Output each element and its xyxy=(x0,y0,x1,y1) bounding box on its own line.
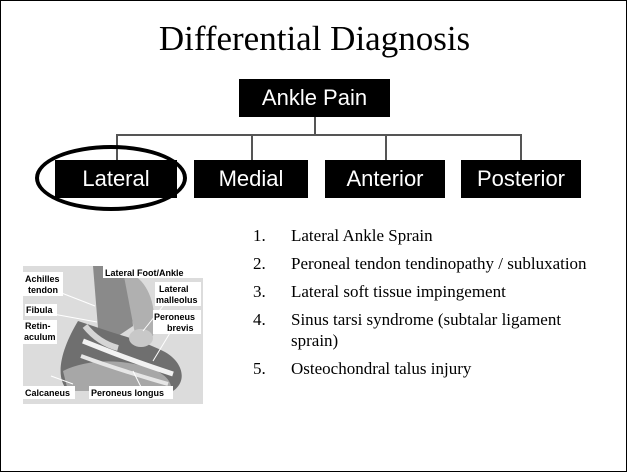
diagnosis-text: Peroneal tendon tendinopathy / subluxati… xyxy=(291,254,587,273)
diagnosis-item: 1. Lateral Ankle Sprain xyxy=(253,225,593,246)
branch-label-anterior: Anterior xyxy=(346,166,423,192)
label-aculum: aculum xyxy=(24,332,56,342)
diagnosis-number: 1. xyxy=(253,225,266,246)
ankle-anatomy-image: Achilles tendon Lateral Foot/Ankle Fibul… xyxy=(23,266,203,404)
diagnosis-text: Lateral Ankle Sprain xyxy=(291,226,433,245)
label-fibula: Fibula xyxy=(26,305,53,315)
connector-root-stem xyxy=(314,117,316,135)
diagnosis-text: Sinus tarsi syndrome (subtalar ligament … xyxy=(291,310,561,350)
label-tendon: tendon xyxy=(28,285,58,295)
diagnosis-number: 4. xyxy=(253,309,266,330)
diagnosis-item: 3. Lateral soft tissue impingement xyxy=(253,281,593,302)
diagnosis-text: Lateral soft tissue impingement xyxy=(291,282,506,301)
root-node-label: Ankle Pain xyxy=(262,85,367,111)
diagnosis-item: 5. Osteochondral talus injury xyxy=(253,358,593,379)
label-brevis: brevis xyxy=(167,323,194,333)
connector-medial xyxy=(251,134,253,160)
branch-node-posterior: Posterior xyxy=(461,160,581,198)
label-retin: Retin- xyxy=(25,321,51,331)
diagnosis-text: Osteochondral talus injury xyxy=(291,359,471,378)
label-lateral-foot: Lateral Foot/Ankle xyxy=(105,268,184,278)
label-achilles: Achilles xyxy=(25,274,60,284)
diagnosis-item: 2. Peroneal tendon tendinopathy / subluxa… xyxy=(253,253,593,274)
connector-anterior xyxy=(385,134,387,160)
diagnosis-item: 4. Sinus tarsi syndrome (subtalar ligamen… xyxy=(253,309,593,351)
root-node-ankle-pain: Ankle Pain xyxy=(239,79,390,117)
label-peroneus: Peroneus xyxy=(154,312,195,322)
malleolus-shape xyxy=(129,329,153,347)
slide-title: Differential Diagnosis xyxy=(1,19,627,59)
diagnosis-number: 5. xyxy=(253,358,266,379)
label-peroneus-longus: Peroneus longus xyxy=(91,388,164,398)
label-calcaneus: Calcaneus xyxy=(25,388,70,398)
ankle-anatomy-drawing: Achilles tendon Lateral Foot/Ankle Fibul… xyxy=(23,266,203,404)
branch-node-anterior: Anterior xyxy=(325,160,445,198)
diagnosis-number: 3. xyxy=(253,281,266,302)
connector-posterior xyxy=(520,134,522,160)
diagnosis-number: 2. xyxy=(253,253,266,274)
label-lateral: Lateral xyxy=(159,284,189,294)
label-malleolus: malleolus xyxy=(156,295,198,305)
diagnosis-list: 1. Lateral Ankle Sprain 2. Peroneal tendon… xyxy=(253,225,593,386)
connector-horizontal xyxy=(116,134,522,136)
branch-label-posterior: Posterior xyxy=(477,166,565,192)
highlight-ellipse xyxy=(35,145,187,211)
branch-node-medial: Medial xyxy=(194,160,308,198)
branch-label-medial: Medial xyxy=(219,166,284,192)
